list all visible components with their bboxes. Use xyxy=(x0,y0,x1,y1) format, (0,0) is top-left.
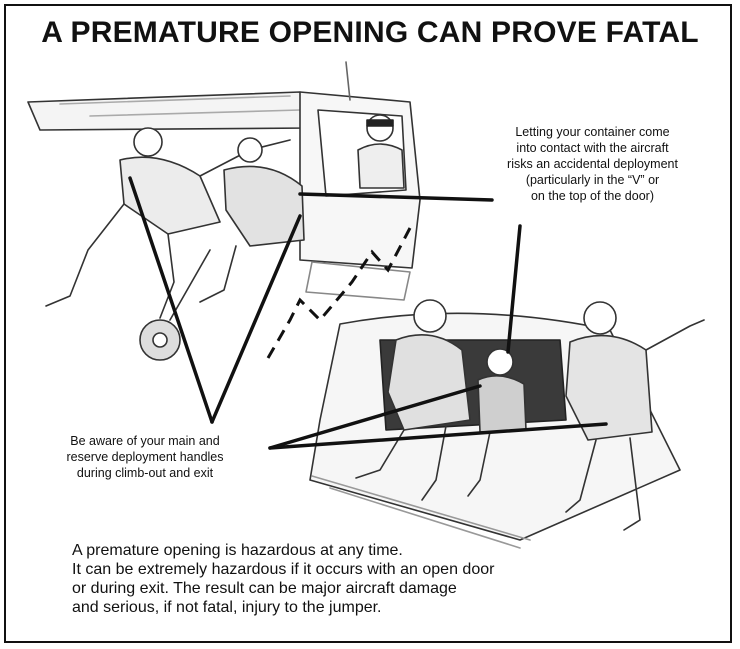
paragraph-line: or during exit. The result can be major … xyxy=(72,580,457,597)
second-jumper-figure xyxy=(199,137,305,303)
warning-paragraph: A premature opening is hazardous at any … xyxy=(72,541,712,617)
callout-line: into contact with the aircraft xyxy=(516,141,669,155)
callout-line: Letting your container come xyxy=(515,125,670,139)
paragraph-line: It can be extremely hazardous if it occu… xyxy=(72,561,495,578)
paragraph-line: A premature opening is hazardous at any … xyxy=(72,542,403,559)
callout-line: risks an accidental deployment xyxy=(507,157,678,171)
callout-pointer-lines xyxy=(128,176,608,450)
poster-title: A PREMATURE OPENING CAN PROVE FATAL xyxy=(41,16,699,49)
callout-container-contact: Letting your container come into contact… xyxy=(450,124,735,204)
callout-line: during climb-out and exit xyxy=(76,466,214,480)
climbing-jumper-figure xyxy=(45,127,291,319)
callout-line: reserve deployment handles xyxy=(66,450,224,464)
callout-line: Be aware of your main and xyxy=(70,434,220,448)
callout-line: on the top of the door) xyxy=(530,189,654,203)
aircraft-wheel-drawing xyxy=(139,249,211,361)
pilot-figure xyxy=(357,114,405,189)
paragraph-line: and serious, if not fatal, injury to the… xyxy=(72,599,382,616)
callout-deployment-handles: Be aware of your main and reserve deploy… xyxy=(20,433,270,481)
callout-line: (particularly in the “V” or xyxy=(525,173,660,187)
transition-dashed-line xyxy=(266,227,412,359)
